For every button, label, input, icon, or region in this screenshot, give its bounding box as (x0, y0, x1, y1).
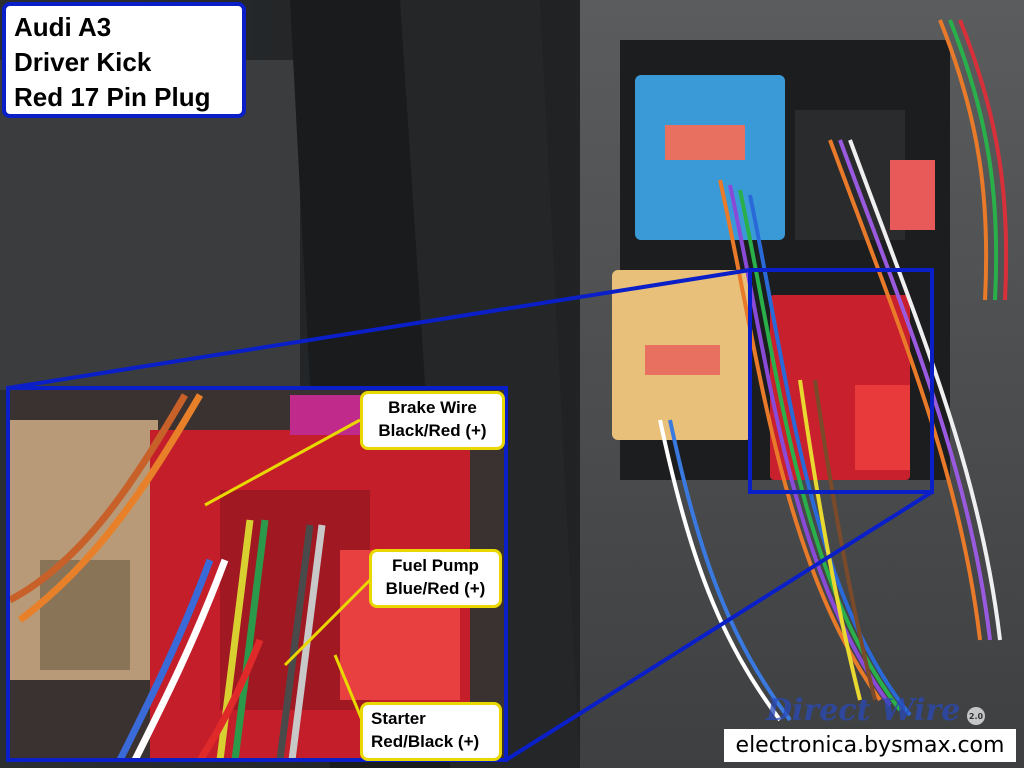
title-line-plug: Red 17 Pin Plug (14, 82, 211, 112)
direct-wire-logo: Direct Wire 2.0 (765, 693, 985, 728)
brake-wire-color: Black/Red (+) (378, 421, 487, 440)
blue-connector-latch (665, 125, 745, 160)
title-line-location: Driver Kick (14, 47, 152, 77)
fuel-pump-color: Blue/Red (+) (385, 579, 486, 598)
starter-name: Starter (371, 709, 426, 728)
direct-wire-version-text: 2.0 (969, 712, 984, 721)
fuel-pump-name: Fuel Pump (392, 556, 479, 575)
starter-color: Red/Black (+) (371, 732, 480, 751)
fuel-pointer-line (283, 578, 372, 667)
direct-wire-logo-text: Direct Wire (765, 693, 960, 728)
title-line-model: Audi A3 (14, 12, 112, 42)
zoom-target-frame (748, 268, 934, 494)
black-connector-latch (890, 160, 935, 230)
title-label: Audi A3 Driver Kick Red 17 Pin Plug (2, 2, 246, 118)
zoom-line-top (7, 268, 751, 390)
website-watermark: electronica.bysmax.com (724, 729, 1016, 762)
black-connector (795, 110, 905, 240)
starter-callout: Starter Red/Black (+) (360, 702, 502, 761)
direct-wire-version-badge (967, 707, 985, 725)
zoom-inset-frame (6, 386, 508, 762)
starter-pointer-line (333, 654, 364, 721)
brake-wire-callout: Brake Wire Black/Red (+) (360, 391, 505, 450)
brake-pointer-line (204, 418, 361, 507)
tan-connector-latch (645, 345, 720, 375)
red-connector-latch (855, 385, 910, 470)
zoom-line-bottom (504, 490, 934, 762)
brake-wire-name: Brake Wire (388, 398, 477, 417)
fuel-pump-callout: Fuel Pump Blue/Red (+) (369, 549, 502, 608)
